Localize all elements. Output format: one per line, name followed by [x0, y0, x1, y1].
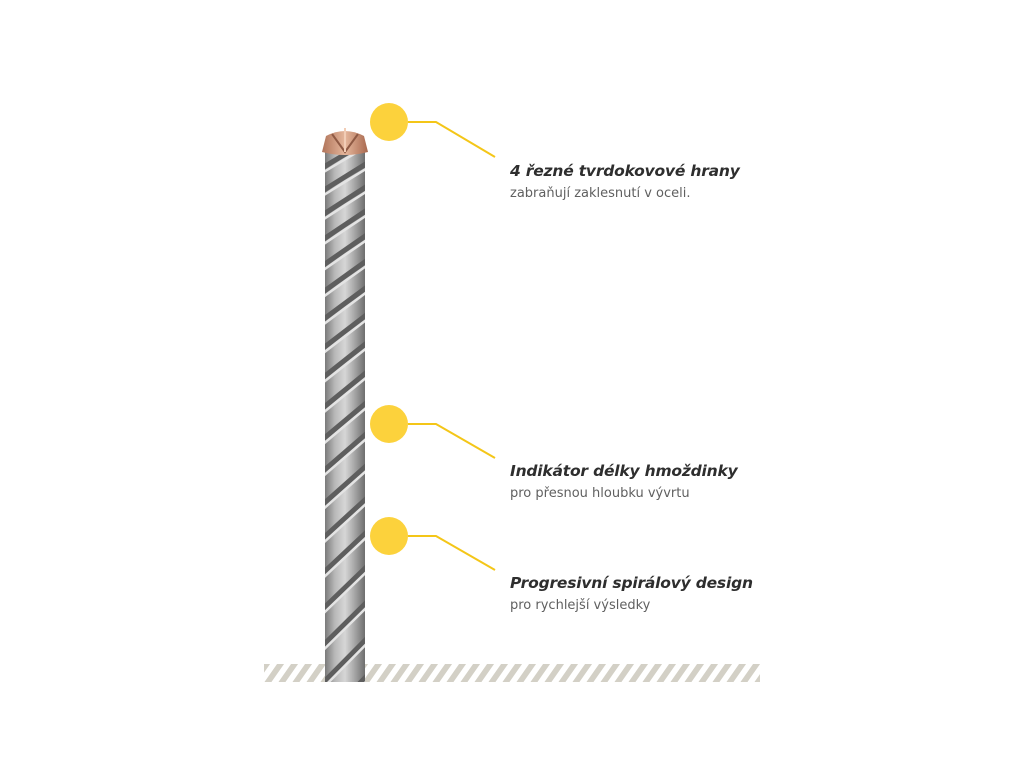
- callout-marker-3: [370, 517, 496, 571]
- spiral-flute-line: [325, 431, 365, 473]
- spiral-flute-line: [325, 285, 365, 322]
- spiral-flute-line: [325, 530, 365, 575]
- callout-title: 4 řezné tvrdokovové hrany: [510, 162, 740, 180]
- spiral-flute-line: [325, 470, 365, 510]
- hatched-ground-line: [264, 664, 760, 682]
- callout-marker-1: [370, 103, 496, 158]
- spiral-flute-line: [325, 291, 365, 325]
- yellow-circle-marker-icon: [370, 405, 408, 443]
- callout-marker-2: [370, 405, 496, 459]
- callout-spiral-design: Progresivní spirálový design pro rychlej…: [510, 574, 830, 613]
- spiral-flute-line: [325, 536, 365, 578]
- spiral-flute-line: [357, 674, 365, 682]
- spiral-flute-line: [325, 312, 365, 350]
- spiral-flute-line: [325, 239, 365, 271]
- spiral-flute-line: [325, 319, 365, 354]
- spiral-flute-line: [325, 377, 365, 413]
- spiral-flute-line: [325, 400, 365, 441]
- spiral-flute-line: [325, 184, 365, 217]
- spiral-flute-line: [325, 341, 365, 380]
- spiral-flute-line: [325, 370, 365, 410]
- spiral-flute-line: [327, 643, 365, 682]
- spiral-flute-line: [325, 636, 365, 682]
- spiral-flute-line: [325, 161, 365, 193]
- yellow-circle-marker-icon: [370, 103, 408, 141]
- spiral-flute-line: [325, 208, 365, 242]
- callout-subtitle: pro přesnou hloubku vývrtu: [510, 486, 690, 501]
- spiral-flute-line: [325, 600, 365, 647]
- spiral-flute-line: [364, 681, 365, 682]
- callout-title: Progresivní spirálový design: [510, 574, 753, 592]
- spiral-flute-line: [325, 233, 365, 267]
- callout-length-indicator: Indikátor délky hmoždinky pro přesnou hl…: [510, 462, 830, 501]
- spiral-flute-line: [325, 190, 365, 220]
- spiral-flute-line: [325, 607, 365, 651]
- callout-carbide-edges: 4 řezné tvrdokovové hrany zabraňují zakl…: [510, 162, 830, 201]
- carbide-tip: [322, 128, 368, 155]
- spiral-flute-line: [325, 496, 365, 540]
- callout-subtitle: zabraňují zaklesnutí v oceli.: [510, 186, 691, 201]
- callout-subtitle: pro rychlejší výsledky: [510, 598, 651, 613]
- spiral-flute-line: [325, 407, 365, 445]
- drill-bit: [322, 128, 368, 682]
- spiral-flute-line: [325, 265, 365, 298]
- spiral-flute-line: [325, 168, 365, 196]
- spiral-flute-line: [325, 564, 365, 611]
- spiral-flute-line: [325, 347, 365, 383]
- spiral-flute-line: [325, 258, 365, 294]
- spiral-flute-line: [325, 503, 365, 544]
- yellow-circle-marker-icon: [370, 517, 408, 555]
- spiral-flute-line: [325, 438, 365, 477]
- spiral-flute-line: [325, 463, 365, 506]
- callout-title: Indikátor délky hmoždinky: [510, 462, 738, 480]
- spiral-flute-line: [325, 214, 365, 245]
- spiral-flute-line: [325, 571, 365, 614]
